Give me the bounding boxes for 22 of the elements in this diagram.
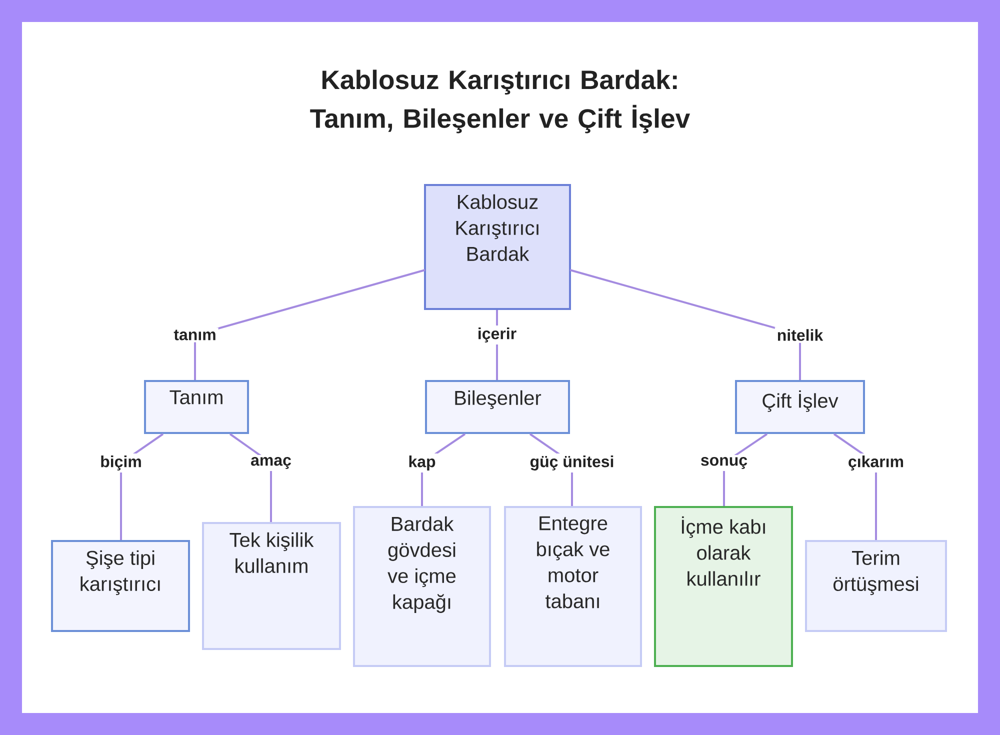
concept-box: İçme kabı olarak kullanılır	[654, 506, 793, 667]
edge-label: biçim	[98, 454, 144, 472]
edge-label: kap	[406, 454, 438, 472]
concept-box: Terim örtüşmesi	[805, 540, 947, 632]
concept-box: Tanım	[144, 380, 250, 434]
concept-box: Bileşenler	[425, 380, 570, 434]
edge-label: güç ünitesi	[528, 454, 616, 472]
concept-box: Kablosuz Karıştırıcı Bardak	[424, 184, 571, 310]
title: Kablosuz Karıştırıcı Bardak: Tanım, Bileşenler ve Çift İşlev	[310, 70, 690, 134]
concept-box: Entegre bıçak ve motor tabanı	[504, 506, 642, 667]
concept-box: Şişe tipi karıştırıcı	[51, 540, 190, 632]
connector	[194, 269, 426, 380]
connector	[570, 269, 801, 380]
concept-box: Çift İşlev	[735, 380, 865, 434]
edge-label: tanım	[172, 328, 218, 342]
edge-label: içerir	[475, 326, 519, 344]
concept-box: Tek kişilik kullanım	[202, 522, 341, 650]
edge-label: çıkarım	[846, 454, 906, 472]
edge-label: sonuç	[698, 455, 750, 471]
edge-label: amaç	[248, 455, 294, 471]
edge-label: nitelik	[774, 327, 826, 343]
concept-box: Bardak gövdesi ve içme kapağı	[353, 506, 491, 667]
